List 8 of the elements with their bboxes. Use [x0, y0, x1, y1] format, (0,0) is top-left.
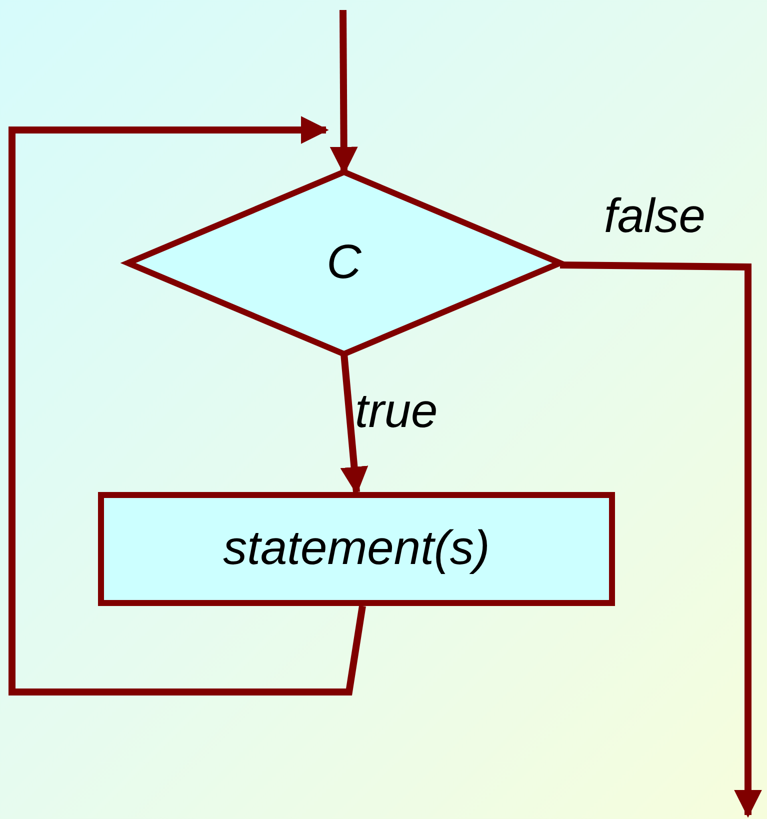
process-box — [98, 492, 615, 606]
arrow — [8, 116, 366, 696]
arrow — [560, 262, 762, 818]
statement-text: statement(s) — [223, 525, 490, 573]
arrow — [340, 354, 368, 495]
condition-text: C — [326, 239, 362, 287]
edge-label: false — [604, 193, 706, 241]
edge-label: true — [355, 388, 438, 436]
